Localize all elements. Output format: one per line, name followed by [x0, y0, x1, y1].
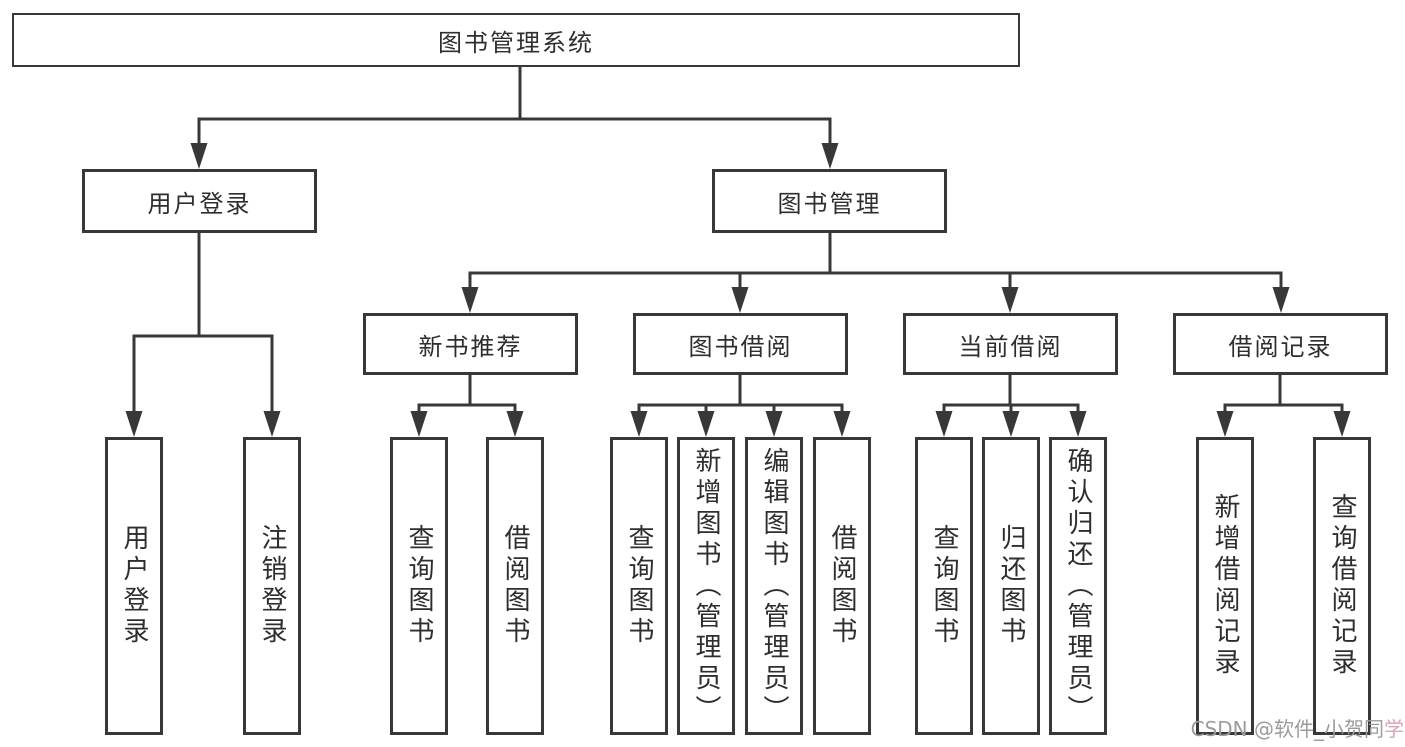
node-user-login: 用户登录: [82, 169, 317, 233]
node-current-borrowing: 当前借阅: [903, 313, 1118, 375]
connector-current-borrowing-children: [935, 373, 1087, 437]
leaf-current-return-books: 归还图书: [982, 437, 1040, 735]
leaf-recommend-borrow-books: 借阅图书: [486, 437, 544, 735]
connector-borrow-records-children: [1216, 373, 1351, 437]
leaf-borrowing-borrow-books: 借阅图书: [813, 437, 871, 735]
leaf-borrowing-edit-books-admin: 编辑图书（管理员）: [745, 437, 803, 735]
connector-user-login-children: [125, 231, 281, 437]
leaf-current-query-books: 查询图书: [915, 437, 973, 735]
node-root: 图书管理系统: [12, 13, 1020, 67]
node-book-management: 图书管理: [712, 169, 947, 233]
node-borrow-records: 借阅记录: [1173, 313, 1388, 375]
leaf-recommend-query-books: 查询图书: [390, 437, 448, 735]
node-book-borrowing: 图书借阅: [633, 313, 848, 375]
leaf-current-confirm-return-admin: 确认归还（管理员）: [1049, 437, 1107, 735]
leaf-borrowing-query-books: 查询图书: [610, 437, 668, 735]
connector-book-borrowing-children: [630, 373, 851, 437]
leaf-borrowing-add-books-admin: 新增图书（管理员）: [677, 437, 735, 735]
connector-root-to-level2: [190, 65, 839, 169]
leaf-user-login: 用户登录: [105, 437, 163, 735]
watermark-accent-text: 学: [1384, 717, 1404, 741]
watermark-text: CSDN @软件_小贺同: [1190, 717, 1384, 741]
node-new-book-recommend: 新书推荐: [363, 313, 578, 375]
watermark: CSDN @软件_小贺同学: [1191, 713, 1404, 742]
connector-book-management-children: [461, 231, 1290, 313]
leaf-logout: 注销登录: [243, 437, 301, 735]
leaf-records-add-record: 新增借阅记录: [1196, 437, 1254, 735]
connector-new-book-recommend-children: [410, 373, 524, 437]
leaf-records-query-record: 查询借阅记录: [1313, 437, 1371, 735]
